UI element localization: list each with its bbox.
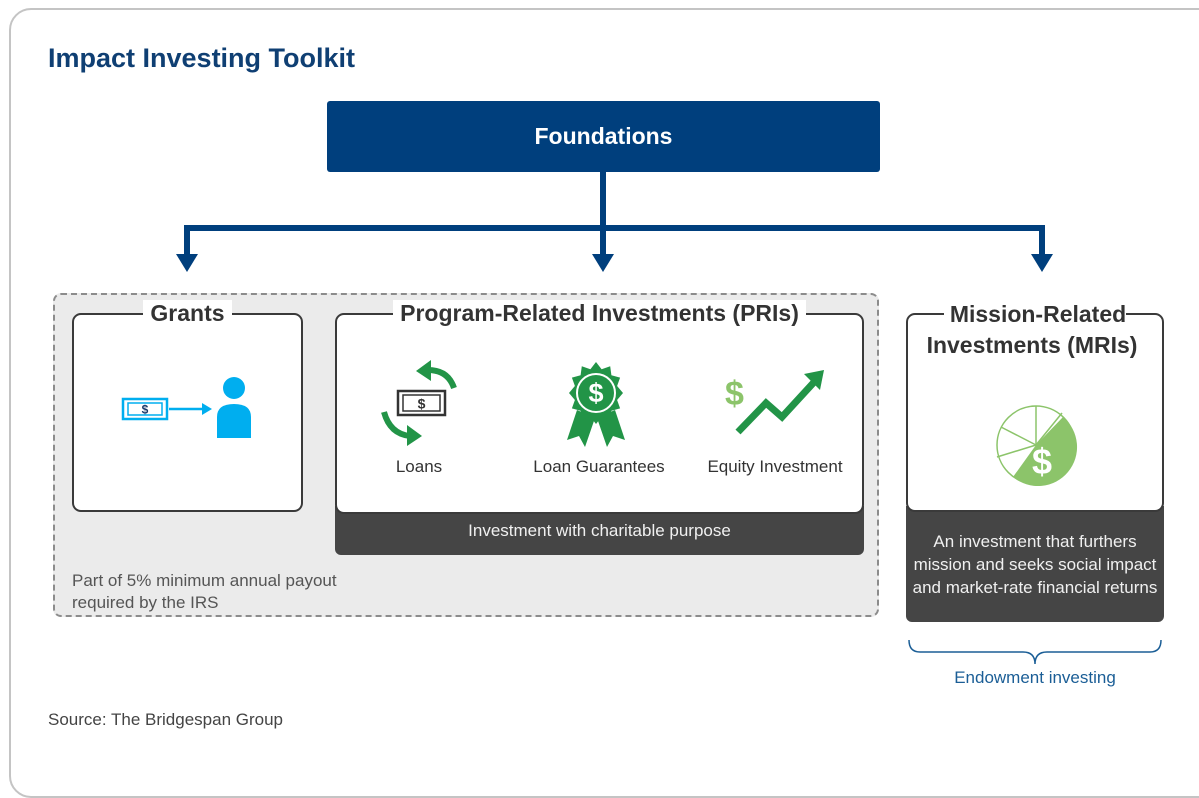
pri-item-loans: Loans: [395, 457, 443, 476]
svg-text:$: $: [588, 378, 603, 408]
foundations-label: Foundations: [534, 123, 673, 149]
dollar-bill-icon: $: [121, 397, 169, 421]
mri-title-wrap: Mission-Related Investments (MRIs): [898, 299, 1172, 361]
person-icon: [217, 377, 251, 438]
grants-title-wrap: Grants: [74, 299, 301, 327]
mri-description: An investment that furthers mission and …: [912, 531, 1158, 597]
growth-arrow-icon: $: [725, 370, 824, 435]
svg-text:$: $: [1032, 441, 1052, 482]
grants-title: Grants: [143, 300, 232, 326]
pri-description: Investment with charitable purpose: [468, 521, 731, 540]
pie-dollar-icon: $: [996, 405, 1078, 487]
page-title: Impact Investing Toolkit: [48, 43, 356, 73]
source-note: Source: The Bridgespan Group: [48, 710, 283, 729]
loan-cycle-icon: $: [381, 360, 457, 446]
payout-note: Part of 5% minimum annual payout require…: [72, 571, 337, 612]
equity-dollar-glyph: $: [725, 375, 744, 413]
svg-text:$: $: [418, 396, 426, 412]
grants-card: Grants: [72, 300, 303, 512]
pri-title: Program-Related Investments (PRIs): [393, 300, 806, 326]
mri-title: Mission-Related Investments (MRIs): [926, 301, 1144, 358]
endowment-label: Endowment investing: [954, 668, 1116, 687]
pri-item-loan-guarantees: Loan Guarantees: [533, 457, 665, 476]
connector-arrows: [176, 172, 1053, 272]
pri-item-equity-investment: Equity Investment: [707, 457, 843, 476]
svg-text:$: $: [142, 403, 149, 417]
pri-description-band: Investment with charitable purpose: [335, 506, 864, 555]
mri-description-band: An investment that furthers mission and …: [906, 506, 1164, 622]
foundations-box: Foundations: [327, 101, 880, 172]
grant-to-person-icon: $: [121, 377, 251, 438]
pri-title-wrap: Program-Related Investments (PRIs): [337, 299, 862, 327]
transfer-arrow-icon: [169, 403, 212, 415]
guarantee-badge-icon: $: [567, 362, 625, 447]
endowment-brace: [908, 639, 1162, 665]
